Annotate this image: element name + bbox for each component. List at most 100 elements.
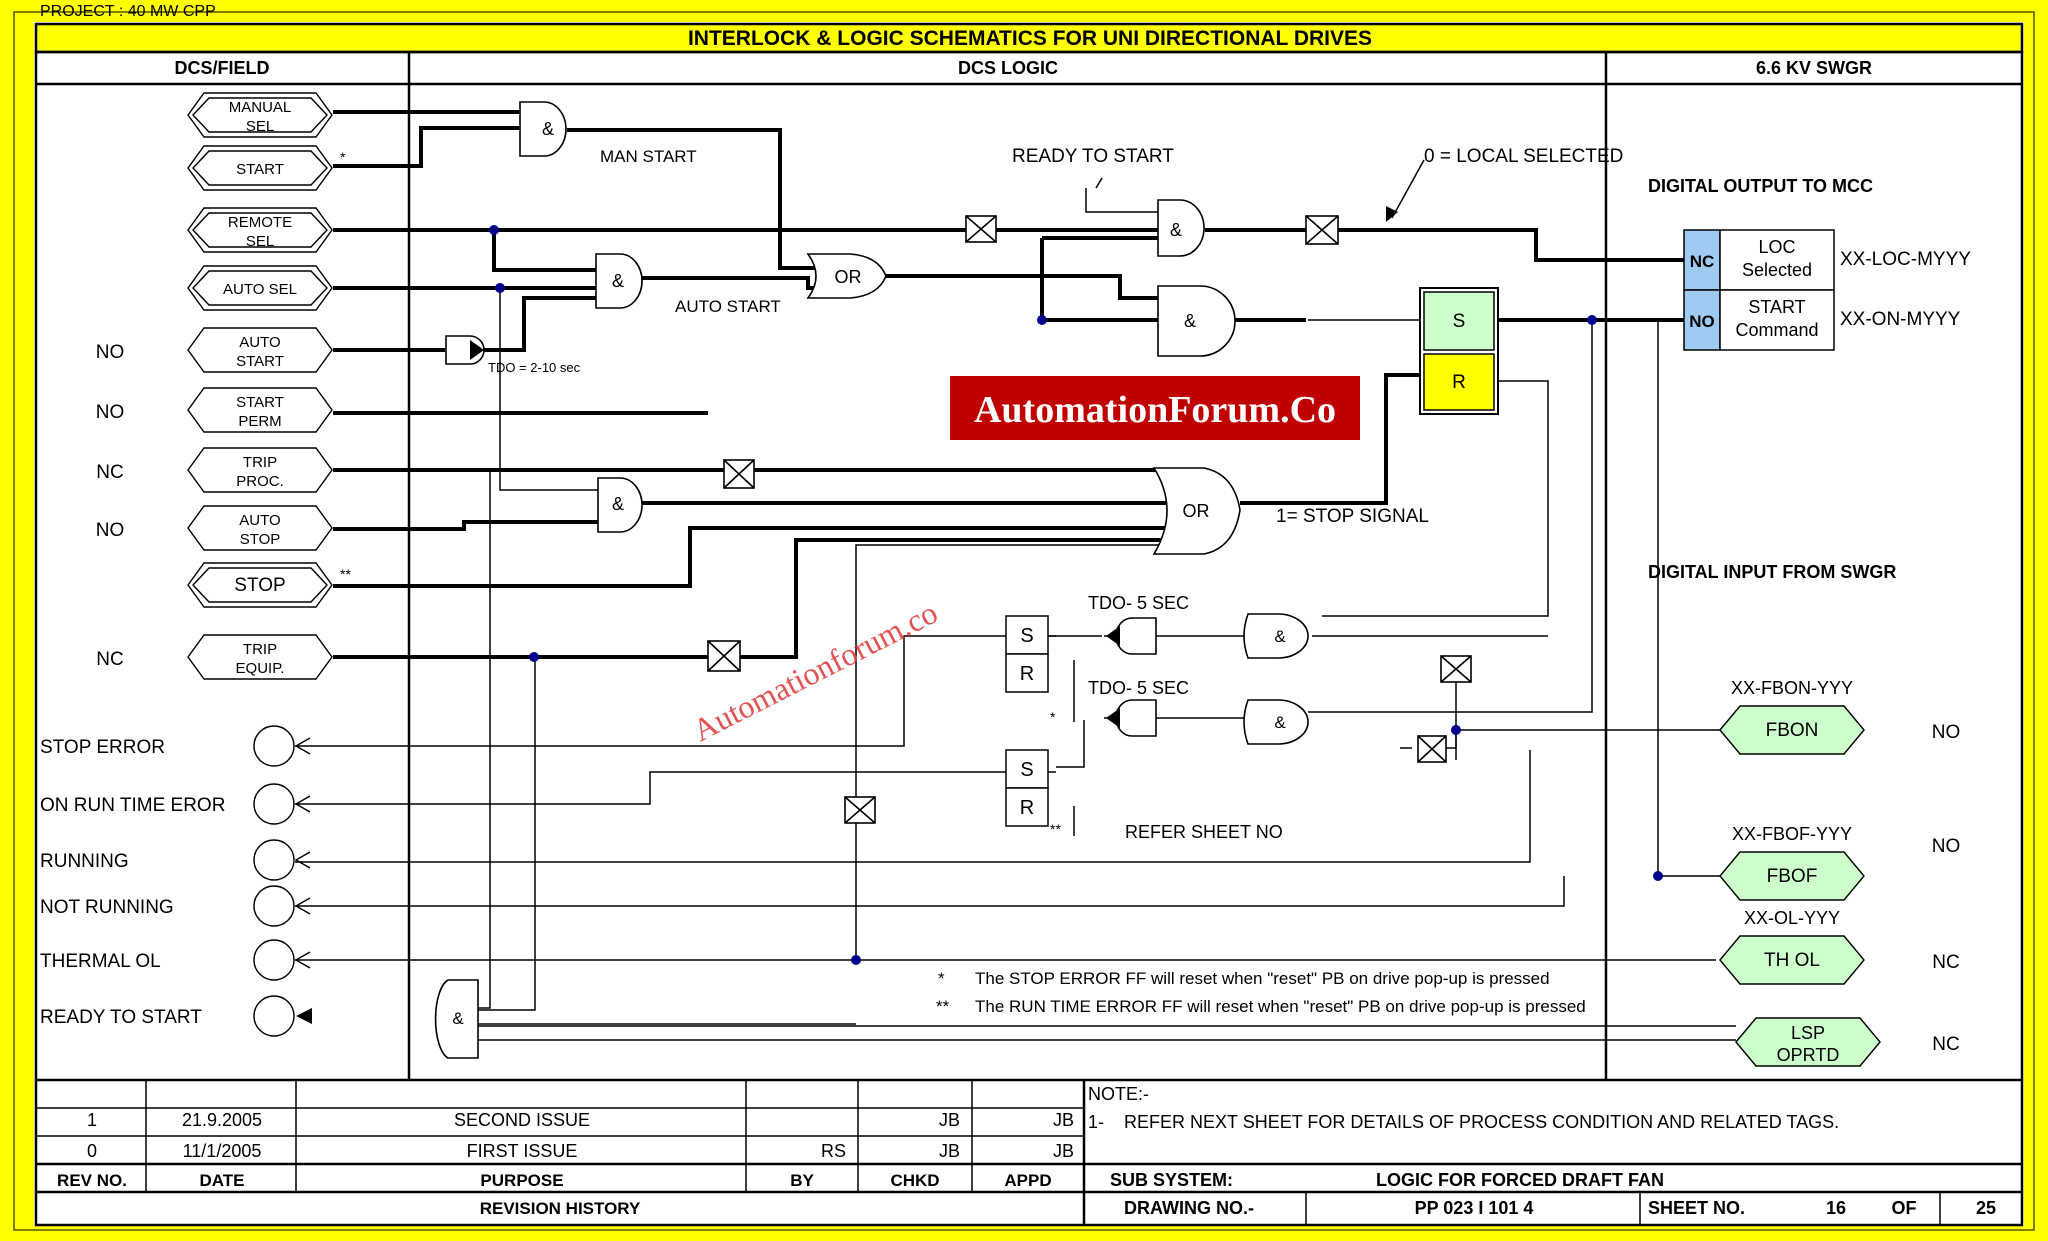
cross-box xyxy=(844,796,876,824)
of-label: OF xyxy=(1892,1198,1917,1218)
label-refer-sheet: REFER SHEET NO xyxy=(1125,822,1283,842)
wire-or-to-and xyxy=(884,274,1158,300)
logic-gates: & & OR & & S xyxy=(434,101,1499,1059)
header-rev: REV NO. xyxy=(57,1171,127,1190)
revision-chkd: JB xyxy=(939,1110,960,1130)
drawing-no-label: DRAWING NO.- xyxy=(1124,1198,1254,1218)
header-appd: APPD xyxy=(1004,1171,1051,1190)
set-label: S xyxy=(1453,311,1466,332)
annotation-arrowhead xyxy=(1386,206,1398,222)
cross-box xyxy=(1305,215,1339,245)
and-gate-man-start: & xyxy=(519,101,567,157)
wire-ready-input xyxy=(1085,188,1158,213)
set-cell xyxy=(1423,291,1495,351)
banner-watermark: AutomationForum.Co xyxy=(950,376,1360,440)
label-text: MANUAL xyxy=(229,99,292,116)
output-label: THERMAL OL xyxy=(40,951,161,972)
or-symbol: OR xyxy=(1183,501,1210,521)
and-symbol: & xyxy=(1274,627,1286,646)
logic-labels: MAN START AUTO START READY TO START 0 = … xyxy=(488,146,1623,842)
junction-dot xyxy=(1587,315,1597,325)
sr-flipflop-stop-error: S R xyxy=(1005,615,1049,693)
label-text: LSP xyxy=(1791,1023,1825,1043)
label-man-start: MAN START xyxy=(600,147,697,166)
header-dcs-field: DCS/FIELD xyxy=(174,58,269,78)
output-indicator xyxy=(253,725,295,767)
sub-system-label: SUB SYSTEM: xyxy=(1110,1170,1233,1190)
annotation-arrow xyxy=(1391,159,1425,219)
wire-start-cmd-feedback xyxy=(1308,320,1593,713)
di-tag: XX-OL-YYY xyxy=(1744,908,1840,928)
notes: NOTE:- 1- REFER NEXT SHEET FOR DETAILS O… xyxy=(1088,1084,1839,1132)
revision-purpose: FIRST ISSUE xyxy=(467,1141,578,1161)
or-symbol: OR xyxy=(835,267,862,287)
and-symbol: & xyxy=(542,119,554,139)
revision-appd: JB xyxy=(1053,1110,1074,1130)
label-text: SEL xyxy=(246,233,274,250)
revision-appd: JB xyxy=(1053,1141,1074,1161)
junction-dot xyxy=(489,225,499,235)
and-gate-feedback-2: & xyxy=(1243,699,1309,745)
label-text: TRIP xyxy=(243,641,277,658)
field-input-auto-sel: AUTO SEL xyxy=(187,265,333,311)
reset-label: R xyxy=(1020,663,1034,685)
footnotes: * The STOP ERROR FF will reset when "res… xyxy=(936,969,1586,1016)
output-stop-error: STOP ERROR xyxy=(40,725,311,767)
cross-box xyxy=(1440,655,1472,683)
label-ready-to-start: READY TO START xyxy=(1012,146,1174,167)
cross-box xyxy=(723,459,755,489)
field-input-stop: STOP** xyxy=(187,562,351,608)
di-tag: XX-FBON-YYY xyxy=(1731,678,1853,698)
do-tag: XX-ON-MYYY xyxy=(1840,309,1961,330)
or-gate-start: OR xyxy=(806,253,887,299)
label-text: OPRTD xyxy=(1777,1045,1840,1065)
wire-ready-a xyxy=(478,470,491,1009)
title-strip xyxy=(34,22,2024,54)
do-tag: XX-LOC-MYYY xyxy=(1840,249,1971,270)
output-on-run-time-eror: ON RUN TIME EROR xyxy=(40,783,311,825)
banner-text: AutomationForum.Co xyxy=(974,389,1336,431)
label-star: * xyxy=(1050,709,1056,725)
and-symbol: & xyxy=(452,1009,464,1028)
label-auto-start: AUTO START xyxy=(675,297,781,316)
revision-date: 11/1/2005 xyxy=(183,1141,262,1161)
reset-label: R xyxy=(1020,797,1034,819)
label-tdo-auto: TDO = 2-10 sec xyxy=(488,360,581,375)
and-symbol: & xyxy=(612,494,624,514)
sheet-no-value: 16 xyxy=(1826,1198,1846,1218)
junction-dot xyxy=(1653,871,1663,881)
total-sheets: 25 xyxy=(1976,1198,1996,1218)
delay-element-tdo-5b xyxy=(1106,699,1157,737)
header-date: DATE xyxy=(199,1171,244,1190)
header-dcs-logic: DCS LOGIC xyxy=(958,58,1058,78)
label-text: AUTO xyxy=(239,512,280,529)
label-text: STOP xyxy=(240,531,281,548)
and-gate-start-command: & xyxy=(1157,285,1236,357)
wire-run-time-error xyxy=(295,771,1056,805)
set-label: S xyxy=(1020,759,1033,781)
and-gate-ready: & xyxy=(1157,199,1205,257)
sheet-no-label: SHEET NO. xyxy=(1648,1198,1745,1218)
wire-trip-equip xyxy=(333,538,1170,659)
junction-dot xyxy=(851,955,861,965)
and-symbol: & xyxy=(1274,713,1286,732)
footnote-text: The RUN TIME ERROR FF will reset when "r… xyxy=(975,997,1586,1016)
footnote-mark: ** xyxy=(936,997,950,1016)
wire-loc-selected xyxy=(1205,228,1685,262)
wire-tdo2-to-s2 xyxy=(1056,720,1085,768)
and-symbol: & xyxy=(612,271,624,291)
junction-dot xyxy=(495,283,505,293)
revision-by: RS xyxy=(821,1141,846,1161)
cross-box xyxy=(965,215,997,243)
